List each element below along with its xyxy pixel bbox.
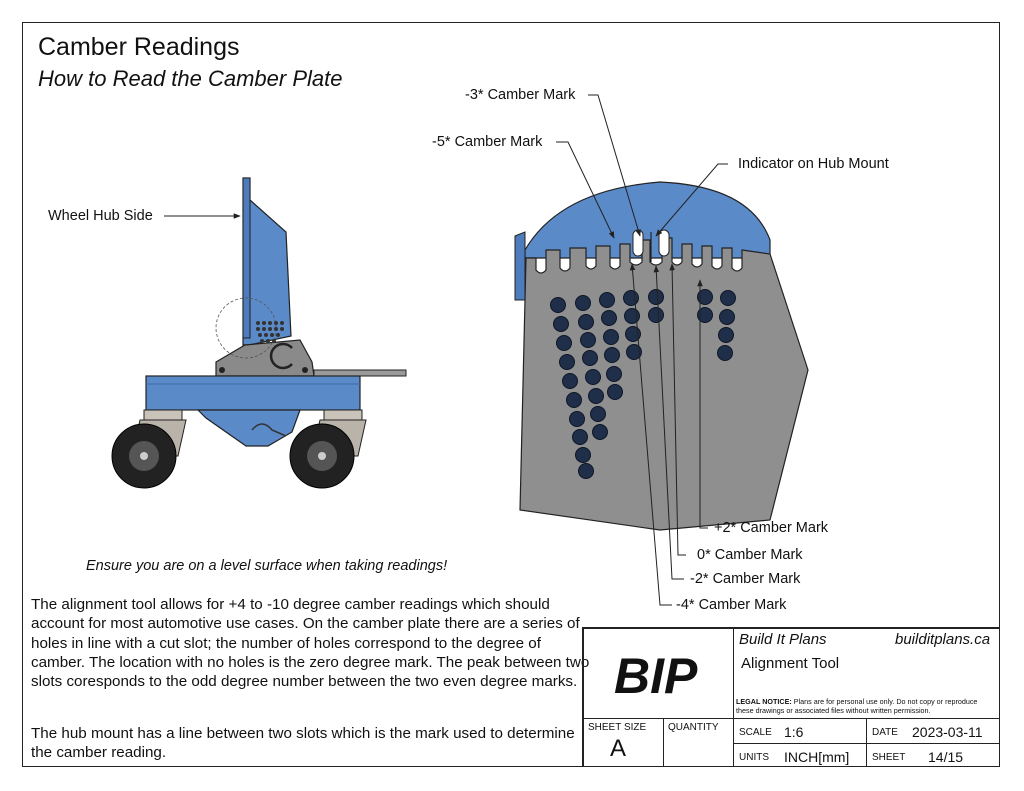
quantity-label: QUANTITY — [668, 722, 719, 733]
label-minus2-camber-mark: -2* Camber Mark — [690, 571, 801, 587]
alignment-tool-illustration — [111, 177, 407, 489]
company-name: Build It Plans — [739, 631, 827, 648]
label-minus4-camber-mark: -4* Camber Mark — [676, 597, 787, 613]
units-label: UNITS — [739, 752, 769, 763]
scale-value: 1:6 — [784, 724, 804, 740]
date-value: 2023-03-11 — [912, 724, 983, 740]
side-arm — [313, 369, 407, 377]
sheet-size-label: SHEET SIZE — [588, 722, 647, 733]
caster-left — [111, 409, 187, 489]
hub-mount-strip — [242, 177, 251, 339]
label-indicator-hub-mount: Indicator on Hub Mount — [738, 156, 889, 172]
date-label: DATE — [872, 727, 898, 738]
caster-right — [289, 409, 367, 489]
legal-notice-text: Plans are for personal use only. Do not … — [736, 697, 978, 715]
scale-label: SCALE — [739, 727, 772, 738]
hub-mount-disc — [524, 181, 771, 259]
title-block: Build It Plans builditplans.ca BIP Align… — [582, 627, 1000, 767]
camber-holes — [550, 289, 736, 479]
units-value: INCH[mm] — [784, 749, 850, 765]
camber-plate — [519, 237, 809, 531]
page-subtitle: How to Read the Camber Plate — [38, 66, 343, 91]
hub-mount-paragraph: The hub mount has a line between two slo… — [31, 725, 575, 762]
label-zero-camber-mark: 0* Camber Mark — [697, 547, 803, 563]
sheet-value: 14/15 — [928, 749, 964, 765]
base-frame — [145, 375, 361, 411]
sheet-size-value: A — [610, 735, 627, 762]
website: builditplans.ca — [895, 631, 991, 648]
camber-plate-illustration — [514, 94, 809, 606]
legal-notice-label: LEGAL NOTICE: — [736, 697, 792, 706]
level-surface-notice: Ensure you are on a level surface when t… — [86, 558, 448, 574]
page-title: Camber Readings — [38, 33, 240, 61]
label-minus5-camber-mark: -5* Camber Mark — [432, 134, 543, 150]
label-wheel-hub-side: Wheel Hub Side — [48, 208, 153, 224]
drawing-title: Alignment Tool — [741, 655, 840, 672]
drawing-sheet-border — [22, 22, 1000, 767]
description-paragraph: The alignment tool allows for +4 to -10 … — [31, 596, 590, 691]
label-minus3-camber-mark: -3* Camber Mark — [465, 87, 576, 103]
legal-notice: LEGAL NOTICE: Plans are for personal use… — [736, 697, 994, 715]
label-plus2-camber-mark: +2* Camber Mark — [714, 520, 829, 536]
bip-logo: BIP — [614, 648, 698, 704]
mount-bracket — [215, 339, 315, 377]
center-gusset — [196, 409, 301, 447]
hole-pattern — [256, 321, 284, 343]
sheet-label: SHEET — [872, 752, 906, 763]
